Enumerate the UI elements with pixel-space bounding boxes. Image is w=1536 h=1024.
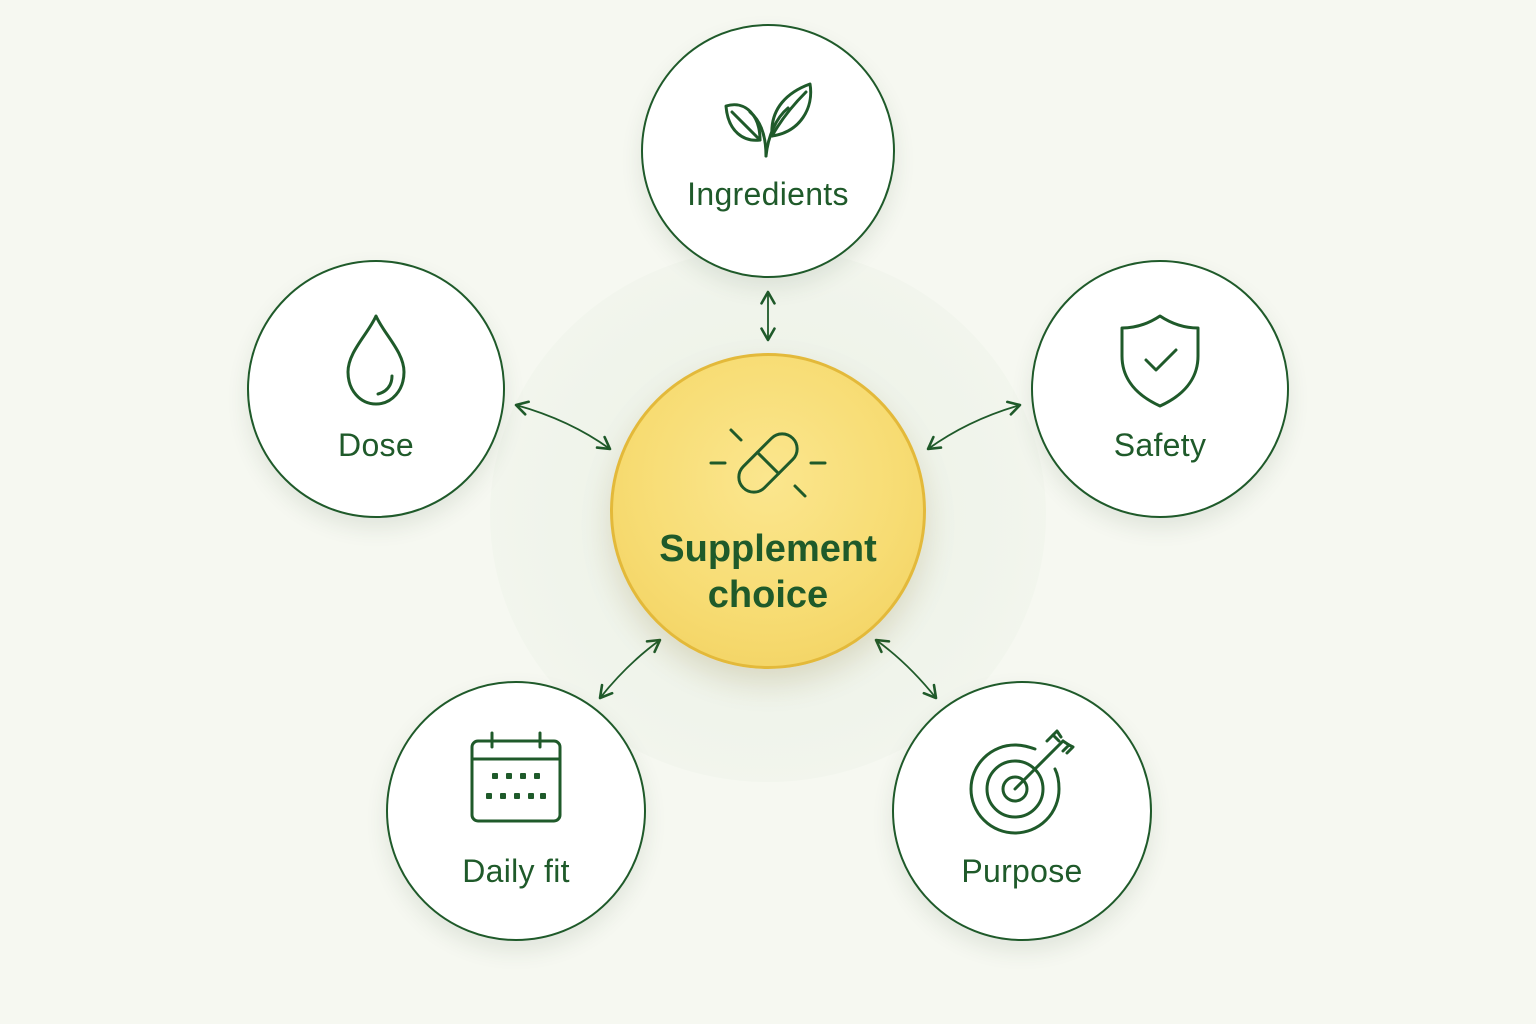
node-purpose: Purpose: [892, 681, 1152, 941]
arrow-center-safety: [926, 400, 1022, 451]
shield-check-icon: [1118, 312, 1202, 413]
center-label: Supplement choice: [613, 526, 923, 618]
node-daily-fit: Daily fit: [386, 681, 646, 941]
center-node-supplement-choice: Supplement choice: [610, 353, 926, 669]
droplet-icon: [340, 312, 412, 413]
capsule-icon: [703, 418, 833, 513]
arrow-center-dose: [514, 400, 612, 451]
arrow-center-daily-fit: [598, 638, 662, 700]
calendar-icon: [468, 729, 564, 830]
node-label-dose: Dose: [338, 427, 414, 463]
node-label-safety: Safety: [1113, 427, 1207, 463]
node-label-daily-fit: Daily fit: [462, 853, 570, 889]
target-arrow-icon: [967, 727, 1077, 842]
node-safety: Safety: [1031, 260, 1289, 518]
node-dose: Dose: [247, 260, 505, 518]
arrow-center-purpose: [874, 638, 938, 700]
center-label-line2: choice: [707, 574, 829, 616]
node-ingredients: Ingredients: [641, 24, 895, 278]
node-label-ingredients: Ingredients: [687, 176, 849, 212]
node-label-purpose: Purpose: [961, 853, 1083, 889]
leaf-sprout-icon: [720, 78, 816, 165]
center-label-line1: Supplement: [659, 528, 877, 570]
